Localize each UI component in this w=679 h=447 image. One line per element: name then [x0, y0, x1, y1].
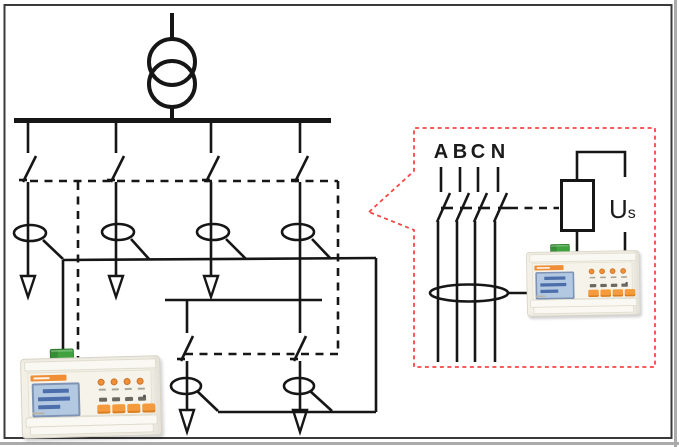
meter-base-ridge — [29, 423, 154, 436]
load-arrow-2 — [107, 274, 125, 301]
phase-label-c: C — [470, 141, 486, 163]
detail-line-N — [492, 167, 510, 362]
feeder-2 — [100, 122, 150, 301]
meter-front-panel — [531, 261, 636, 300]
phase-label-n: N — [490, 141, 506, 163]
power-meter-main — [19, 348, 163, 439]
voltage-fuse-box — [560, 179, 595, 232]
meter-ir-dot — [625, 281, 628, 285]
transformer-symbol — [147, 13, 197, 120]
breaker-feeder-3 — [204, 155, 221, 183]
voltage-label-main: U — [609, 194, 628, 224]
sub-feeder-2 — [282, 335, 333, 436]
feeder-1 — [12, 122, 64, 301]
ct-secondary-loop — [61, 256, 378, 414]
breaker-feeder-4 — [293, 155, 310, 183]
sub-feeder-1 — [169, 300, 219, 436]
detail-voltage-sampling — [510, 150, 627, 257]
meter-buttons — [97, 403, 159, 415]
meter-buttons — [588, 288, 638, 298]
phase-label-b: B — [452, 141, 468, 163]
meter-brand-strip — [30, 374, 67, 382]
feeder-3 — [195, 122, 247, 301]
detail-line-A — [435, 167, 453, 362]
phase-label-a: A — [433, 141, 449, 163]
meter-led-indicators — [98, 378, 151, 393]
meter-front-panel — [27, 369, 156, 418]
load-arrow-5 — [291, 408, 309, 436]
feeder-4 — [280, 122, 332, 333]
monitoring-zone-dashed — [30, 179, 340, 361]
load-arrow-4 — [178, 408, 196, 436]
voltage-label-us: Us — [609, 194, 636, 225]
meter-led-indicators — [589, 268, 631, 281]
meter-brand-strip — [534, 265, 564, 271]
ct-feeder-3 — [195, 222, 231, 242]
load-arrow-1 — [19, 274, 37, 301]
detail-line-C — [472, 167, 490, 362]
breaker-sub-feeder-1 — [179, 335, 195, 362]
ct-feeder-2 — [100, 222, 136, 242]
meter-model-mark — [535, 295, 546, 298]
power-meter-detail — [526, 243, 641, 317]
breaker-feeder-2 — [109, 155, 126, 183]
detail-phase-lines — [435, 167, 510, 362]
meter-base-ridge — [533, 305, 634, 315]
breaker-sub-feeder-2 — [292, 335, 308, 362]
ct-feeder-4 — [280, 222, 316, 242]
voltage-label-sub: s — [627, 205, 636, 222]
meter-body — [526, 250, 641, 317]
ct-sub-feeder-2 — [282, 376, 316, 396]
breaker-feeder-1 — [21, 155, 38, 183]
ct-feeder-1 — [12, 223, 48, 243]
ct-sub-feeder-1 — [169, 376, 203, 396]
load-arrow-3 — [202, 274, 220, 301]
image-border — [3, 4, 673, 439]
meter-body — [19, 355, 163, 439]
detail-line-B — [454, 167, 472, 362]
meter-model-mark — [32, 412, 45, 415]
meter-ir-dot — [142, 394, 147, 398]
callout-balloon — [367, 127, 656, 368]
